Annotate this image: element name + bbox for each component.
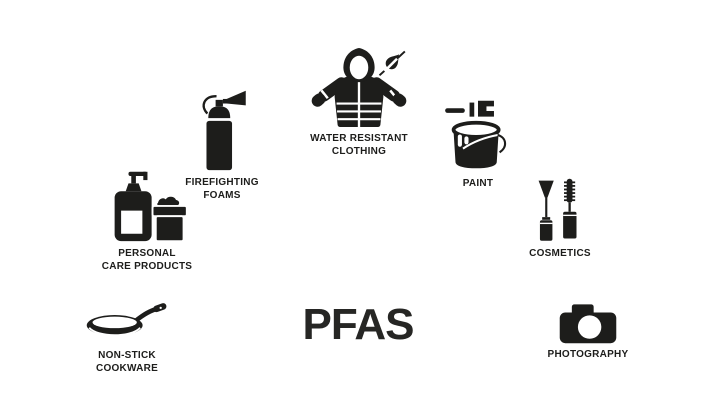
no-water-drop-icon <box>378 50 406 77</box>
item-non-stick-cookware: NON-STICK COOKWARE <box>62 299 192 375</box>
paint-can-and-brush-icon <box>445 100 507 169</box>
item-personal-care-products: PERSONAL CARE PRODUCTS <box>77 169 217 273</box>
item-label: FIREFIGHTING FOAMS <box>185 177 259 201</box>
item-photography: PHOTOGRAPHY <box>523 302 653 361</box>
frying-pan-icon <box>86 303 167 337</box>
item-paint: PAINT <box>423 96 533 190</box>
item-label: PHOTOGRAPHY <box>547 349 629 360</box>
fire-extinguisher-icon <box>202 90 246 171</box>
water-resistant-jacket-icon <box>311 48 407 128</box>
item-label: PAINT <box>462 178 494 189</box>
item-water-resistant-clothing: WATER RESISTANT CLOTHING <box>293 48 425 158</box>
item-cosmetics: COSMETICS <box>505 177 615 260</box>
camera-icon <box>559 304 617 344</box>
item-label: WATER RESISTANT CLOTHING <box>310 133 408 157</box>
item-label: NON-STICK COOKWARE <box>96 350 158 374</box>
item-firefighting-foams: FIREFIGHTING FOAMS <box>162 88 282 202</box>
item-label: COSMETICS <box>529 248 591 259</box>
page-title: PFAS <box>302 300 415 349</box>
eyeliner-and-mascara-icon <box>538 178 577 241</box>
pump-bottle-and-cream-jar-icon <box>114 171 188 243</box>
item-label: PERSONAL CARE PRODUCTS <box>101 248 193 272</box>
